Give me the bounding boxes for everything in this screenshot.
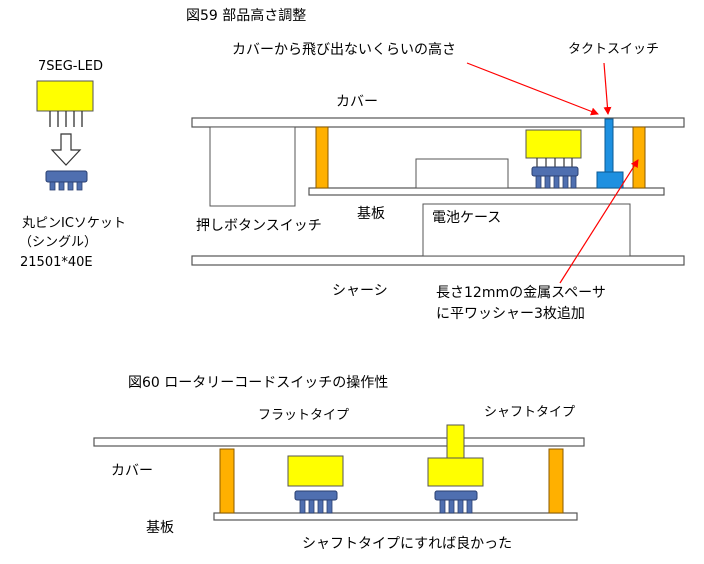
push-button-label: 押しボタンスイッチ [196,218,322,234]
fig60-board [213,512,578,521]
height-annotation-label: カバーから飛び出ないくらいの高さ [232,42,456,58]
spacer-label-line1: 長さ12mmの金属スペーサ [436,285,606,301]
battery-case-box [422,203,631,257]
fig59-cover-label: カバー [336,94,378,110]
tact-switch-stem [604,118,614,173]
shaft-type-socket-pins [439,499,473,514]
socket-legend-line2: （シングル） [19,235,98,250]
fig59-led [525,129,582,159]
shaft-type-switch [427,457,484,487]
fig60-board-label: 基板 [146,520,174,536]
push-button-box [209,126,296,207]
socket-legend-line1: 丸ピンICソケット [22,216,126,231]
shaft-type-socket [434,490,478,501]
legend-socket [45,170,88,183]
legend-7seg-led [36,80,94,112]
flat-type-socket-pins [299,499,333,514]
led-legend-label: 7SEG-LED [38,59,103,74]
arrow-tact-switch [603,62,612,115]
fig60-title: 図60 ロータリーコードスイッチの操作性 [128,375,389,391]
fig59-chassis [191,255,685,266]
fig60-note: シャフトタイプにすれば良かった [302,536,513,552]
spacer-right [632,126,646,189]
fig60-cover-label: カバー [111,463,153,479]
fig60-spacer-right [548,448,564,514]
flat-type-switch [287,455,344,487]
shaft-type-shaft [446,424,465,459]
fig60-cover-plate [93,437,585,447]
battery-case-label: 電池ケース [432,210,502,226]
fig59-title: 図59 部品高さ調整 [186,8,307,24]
arrow-height-annotation [466,62,599,116]
down-arrow-icon [50,133,82,166]
fig60-spacer-left [219,448,235,514]
arrow-spacer [559,159,639,284]
flat-type-label: フラットタイプ [258,408,350,423]
tact-switch-body [596,171,624,189]
fig59-board-label: 基板 [357,206,385,222]
board-component-box [415,158,509,189]
spacer-left [315,126,329,189]
fig59-socket [531,166,579,177]
flat-type-socket [294,490,338,501]
fig59-socket-pins [535,175,577,189]
legend-socket-pins [49,181,83,191]
fig59-board [308,187,665,196]
tact-switch-label: タクトスイッチ [568,42,660,57]
shaft-type-label: シャフトタイプ [484,405,576,420]
fig59-cover-plate [191,117,685,128]
legend-led-pins [49,111,83,127]
chassis-label: シャーシ [332,283,388,299]
spacer-label-line2: に平ワッシャー3枚追加 [436,306,585,322]
socket-legend-line3: 21501*40E [20,255,93,270]
fig59-led-pins [536,158,573,167]
